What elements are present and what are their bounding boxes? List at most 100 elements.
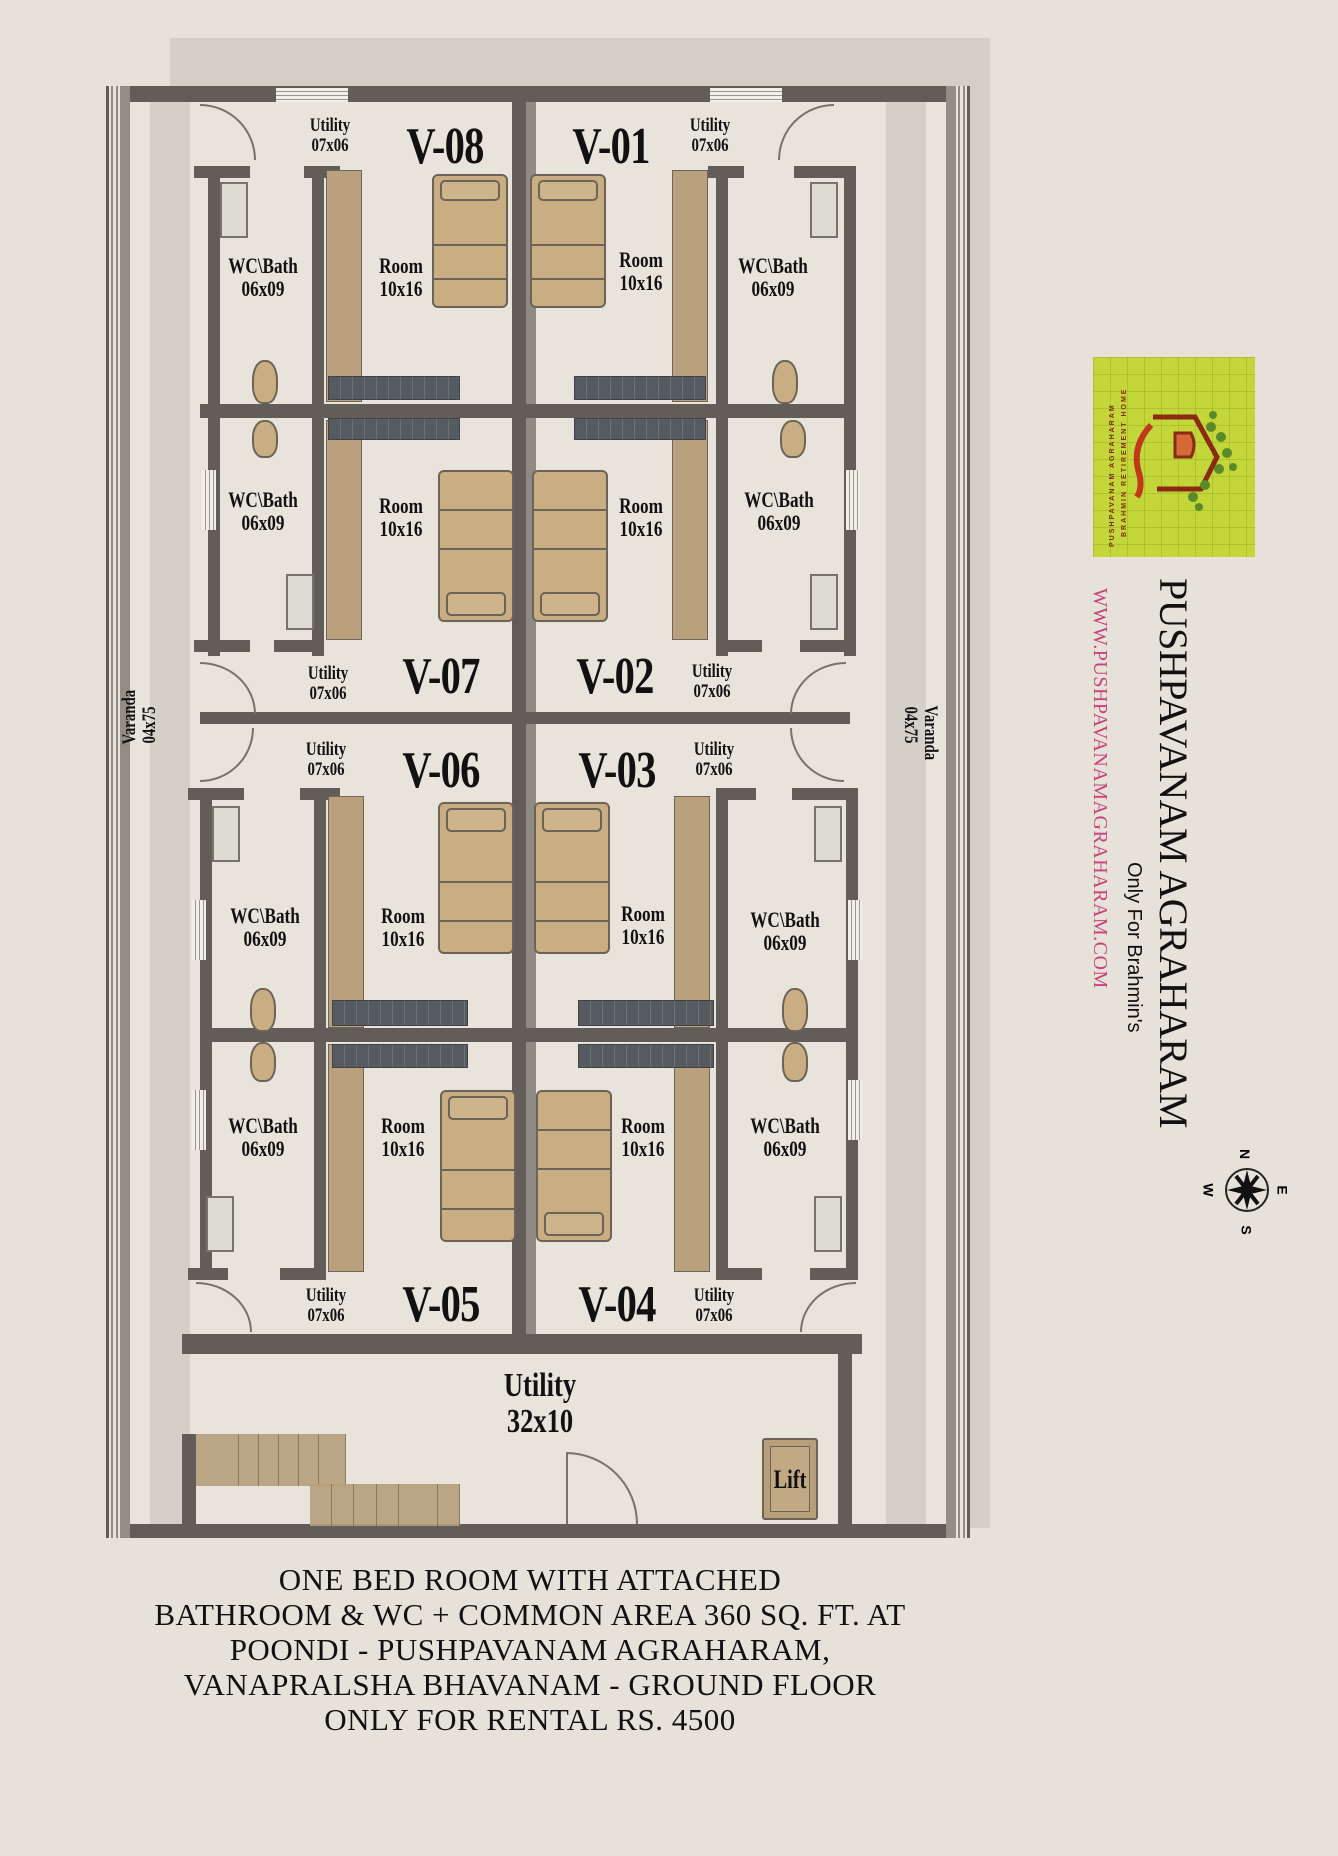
separator-row3 <box>200 1028 850 1042</box>
counter-v06 <box>328 796 364 1028</box>
room-name: Room <box>381 903 425 928</box>
description-line-4: VANAPRALSHA BHAVANAM - GROUND FLOOR <box>183 1667 877 1702</box>
counter-v04 <box>674 1044 710 1272</box>
room-name: Room <box>621 1113 665 1138</box>
room-name: Room <box>379 493 423 518</box>
wardrobe-v07 <box>328 418 460 440</box>
room-size: 10x16 <box>381 926 425 952</box>
bed-v07 <box>438 470 514 622</box>
bath-name: WC\Bath <box>228 253 298 278</box>
wardrobe-v04 <box>578 1044 714 1068</box>
brand-website[interactable]: WWW.PUSHPAVANAMAGRAHARAM.COM <box>1089 588 1111 989</box>
compass-west: W <box>1200 1183 1217 1197</box>
sink-v04 <box>814 1196 842 1252</box>
counter-v05 <box>328 1044 364 1272</box>
wardrobe-v08 <box>328 376 460 400</box>
utility-size: 07x06 <box>307 758 345 780</box>
outer-wall-left <box>106 86 130 1538</box>
room-size: 10x16 <box>621 1136 665 1162</box>
unit-label-v06: V-06 <box>402 742 480 799</box>
bath-cap-l4 <box>274 640 324 652</box>
toilet-v03 <box>782 988 808 1032</box>
utility-name: Utility <box>693 1285 735 1306</box>
bath-window-r3 <box>848 1080 862 1140</box>
bed-v03 <box>534 802 610 954</box>
bath-cap-r2 <box>794 166 856 178</box>
bath-cap-l5 <box>188 788 244 800</box>
toilet-v02 <box>780 420 806 458</box>
bath-size: 06x09 <box>241 276 285 302</box>
unit-label-v03: V-03 <box>578 742 656 799</box>
room-name: Room <box>379 253 423 278</box>
common-utility-size: 32x10 <box>506 1402 574 1440</box>
utility-bottom-wall-right <box>644 1524 852 1538</box>
bath-name: WC\Bath <box>230 903 300 928</box>
utility-size: 07x06 <box>695 758 733 780</box>
description-line-1: ONE BED ROOM WITH ATTACHED <box>278 1562 782 1597</box>
sink-v06 <box>212 806 240 862</box>
separator-row2 <box>200 712 850 724</box>
outer-wall-right <box>946 86 970 1538</box>
description-line-3: POONDI - PUSHPAVANAM AGRAHARAM, <box>229 1632 831 1667</box>
outer-wall-top <box>106 86 970 102</box>
sink-v08 <box>220 182 248 238</box>
bath-window-l1 <box>202 470 216 530</box>
bath-size: 06x09 <box>757 510 801 536</box>
utility-left-wall <box>182 1434 196 1524</box>
house-tree-logo-icon <box>1133 411 1237 511</box>
bed-v08 <box>432 174 508 308</box>
brand-title: PUSHPAVANAM AGRAHARAM <box>1151 578 1196 1129</box>
toilet-v05 <box>250 1042 276 1082</box>
utility-size: 07x06 <box>693 680 731 702</box>
utility-size: 07x06 <box>309 682 347 704</box>
compass: N E S W <box>1200 1120 1338 1260</box>
bath-name: WC\Bath <box>750 907 820 932</box>
wardrobe-v06 <box>332 1000 468 1026</box>
sink-v01 <box>810 182 838 238</box>
utility-top-wall <box>182 1334 862 1354</box>
bath-wall-l4 <box>314 800 326 1280</box>
utility-size: 07x06 <box>307 1304 345 1326</box>
wardrobe-v02 <box>574 418 706 440</box>
bath-name: WC\Bath <box>228 487 298 512</box>
sink-v03 <box>814 806 842 862</box>
bath-size: 06x09 <box>751 276 795 302</box>
bed-v01 <box>530 174 606 308</box>
counter-v07 <box>326 420 362 640</box>
staircase-lower <box>310 1484 460 1526</box>
toilet-v06 <box>250 988 276 1032</box>
varanda-name: Varanda <box>119 689 140 745</box>
room-name: Room <box>621 901 665 926</box>
varanda-left-strip <box>150 102 190 1524</box>
bed-v06 <box>438 802 514 954</box>
room-name: Room <box>381 1113 425 1138</box>
utility-name: Utility <box>307 663 349 684</box>
bath-window-r1 <box>846 470 860 530</box>
separator-row1 <box>200 404 850 418</box>
bath-cap-r1 <box>708 166 744 178</box>
lift-label: Lift <box>773 1465 807 1494</box>
bath-window-r2 <box>848 900 862 960</box>
bed-v04 <box>536 1090 612 1242</box>
utility-name: Utility <box>305 1285 347 1306</box>
bath-wall-r2 <box>844 176 856 656</box>
bath-wall-r4 <box>846 800 858 1280</box>
bath-wall-r3 <box>716 800 728 1280</box>
compass-south: S <box>1238 1225 1255 1235</box>
sink-v02 <box>810 574 838 630</box>
